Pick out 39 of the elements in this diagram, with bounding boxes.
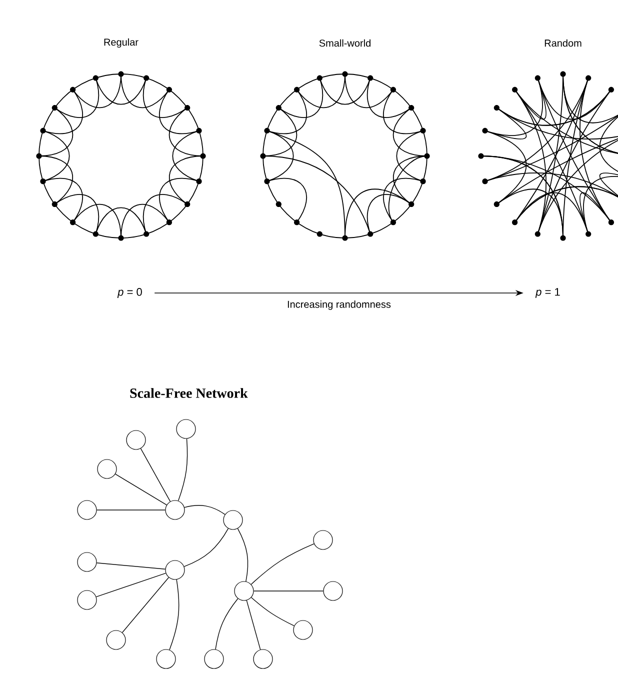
connector-line <box>184 504 226 515</box>
network-node <box>176 419 196 439</box>
network-label: Random <box>544 39 582 47</box>
parameter-label: p = 1 <box>535 288 560 298</box>
connector-line <box>253 590 324 592</box>
network-node <box>323 581 343 601</box>
title: Scale-Free Network <box>130 388 248 398</box>
network-node <box>165 500 185 520</box>
network-node <box>156 649 176 669</box>
network-node <box>97 459 117 479</box>
connector-line <box>251 597 295 626</box>
network-node <box>77 552 97 572</box>
connector-line <box>250 543 314 585</box>
edge-label: Increasing randomness <box>288 300 391 310</box>
network-node <box>313 530 333 550</box>
parameter-label: p = 0 <box>117 288 142 298</box>
connector-line <box>246 600 261 650</box>
network-node <box>204 649 224 669</box>
network-node <box>77 500 97 520</box>
connector-line <box>178 438 188 502</box>
connector-line <box>96 562 166 570</box>
connector-line <box>237 528 248 582</box>
connector-line <box>215 598 238 650</box>
network-node <box>126 430 146 450</box>
network-label: Regular <box>104 38 138 48</box>
network-label: Small-world <box>319 39 370 47</box>
network-node <box>234 581 254 601</box>
connector-line <box>122 577 170 633</box>
connector-line <box>169 579 180 650</box>
connector-line <box>140 448 171 502</box>
network-node <box>106 630 126 650</box>
network-node <box>165 560 185 580</box>
connector-line <box>184 528 229 567</box>
network-node <box>293 620 313 640</box>
connector-line <box>96 572 166 598</box>
network-node <box>223 510 243 530</box>
connector-line <box>115 474 167 506</box>
network-node <box>253 649 273 669</box>
network-node <box>77 590 97 610</box>
